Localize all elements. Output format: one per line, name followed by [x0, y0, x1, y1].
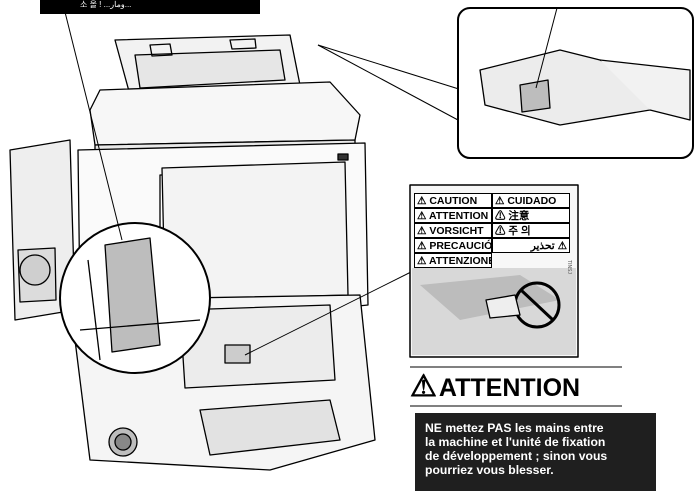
message-line: NE mettez PAS les mains entre: [425, 421, 604, 435]
warn-cell: ⚠ 注意: [492, 208, 570, 223]
message-line: de développement ; sinon vous: [425, 449, 608, 463]
warn-cell: ⚠ CAUTION: [414, 193, 492, 208]
message-line: la machine et l'unité de fixation: [425, 435, 606, 449]
warn-cell: ⚠ 주 의: [492, 223, 570, 238]
message-line: pourriez vous blesser.: [425, 463, 554, 477]
warn-cell-empty: [492, 253, 570, 268]
top-label-strip: 소 올 ! ...ومار...: [40, 0, 260, 14]
warn-cell: تحذير ⚠: [492, 238, 570, 253]
warn-cell: ⚠ ATTENTION: [414, 208, 492, 223]
warn-cell: ⚠ VORSICHT: [414, 223, 492, 238]
warn-cell: ⚠ ATTENZIONE: [414, 253, 492, 268]
warning-message-box: NE mettez PAS les mains entre la machine…: [415, 413, 656, 491]
warning-triangle-icon: ⚠: [410, 370, 437, 403]
warn-cell: ⚠ CUIDADO: [492, 193, 570, 208]
warning-label-grid: ⚠ CAUTION ⚠ CUIDADO ⚠ ATTENTION ⚠ 注意 ⚠ V…: [414, 193, 570, 268]
side-code: TINSJ: [566, 260, 572, 274]
attention-heading: ⚠ATTENTION: [410, 370, 581, 403]
warn-cell: ⚠ PRECAUCIÓN: [414, 238, 492, 253]
